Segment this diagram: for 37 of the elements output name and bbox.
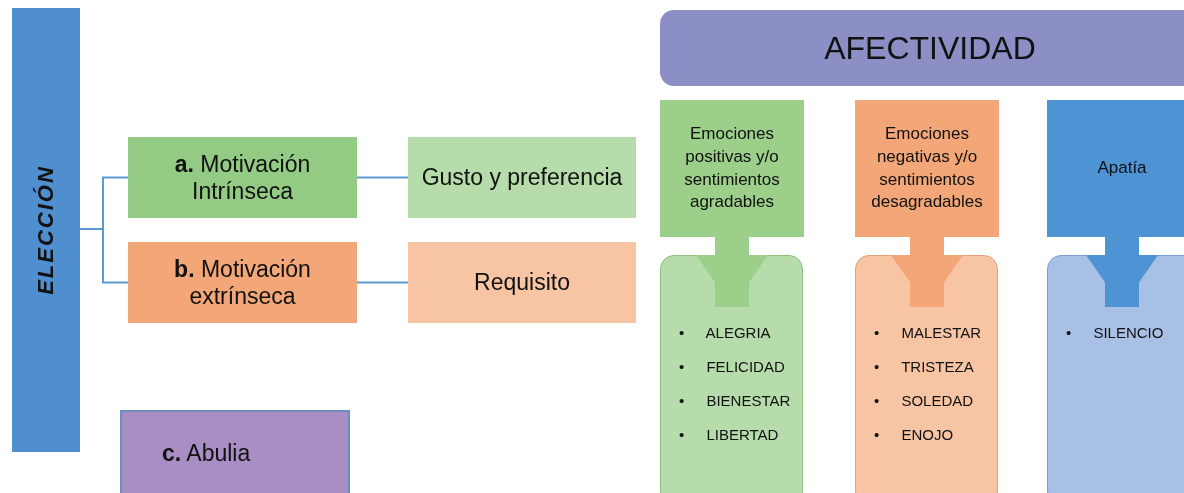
category-box	[408, 137, 636, 218]
vertical-title: ELECCIÓN	[33, 165, 59, 295]
category-box	[128, 242, 357, 323]
node-label: Apatía	[1097, 157, 1147, 180]
list-item: • ENOJO	[874, 426, 955, 443]
node-label: a. Motivación Intrínseca	[173, 150, 312, 205]
block-arrow	[891, 237, 963, 307]
callout-box	[1047, 100, 1184, 237]
list-item: • MALESTAR	[874, 324, 982, 341]
node-label: Requisito	[474, 269, 570, 296]
list-item: • SOLEDAD	[874, 392, 975, 409]
category-box	[120, 410, 350, 493]
connector-line	[356, 176, 409, 179]
list-box	[1047, 255, 1184, 493]
block-arrow	[1086, 237, 1158, 307]
node-label: AFECTIVIDAD	[824, 29, 1036, 67]
list-box	[855, 255, 998, 493]
list-item: • TRISTEZA	[874, 358, 975, 375]
node-label: b. Motivación extrínseca	[173, 255, 312, 310]
category-box	[128, 137, 357, 218]
list-item: • FELICIDAD	[679, 358, 786, 375]
category-box	[408, 242, 636, 323]
connector-line	[356, 281, 409, 284]
list-item: • SILENCIO	[1066, 324, 1164, 341]
header-box	[660, 10, 1184, 86]
block-arrow	[696, 237, 768, 307]
callout-box	[660, 100, 804, 237]
node-label: Emociones positivas y/o sentimientos agradables	[683, 122, 781, 214]
list-item: • ALEGRIA	[679, 324, 772, 341]
node-label: Gusto y preferencia	[421, 164, 623, 191]
list-box	[660, 255, 803, 493]
list-item: • LIBERTAD	[679, 426, 780, 443]
list-item: • BIENESTAR	[679, 392, 791, 409]
side-bar	[12, 8, 80, 452]
callout-box	[855, 100, 999, 237]
node-label: c. Abulia	[162, 440, 251, 467]
node-label: Emociones negativas y/o sentimientos desagradables	[870, 122, 984, 214]
